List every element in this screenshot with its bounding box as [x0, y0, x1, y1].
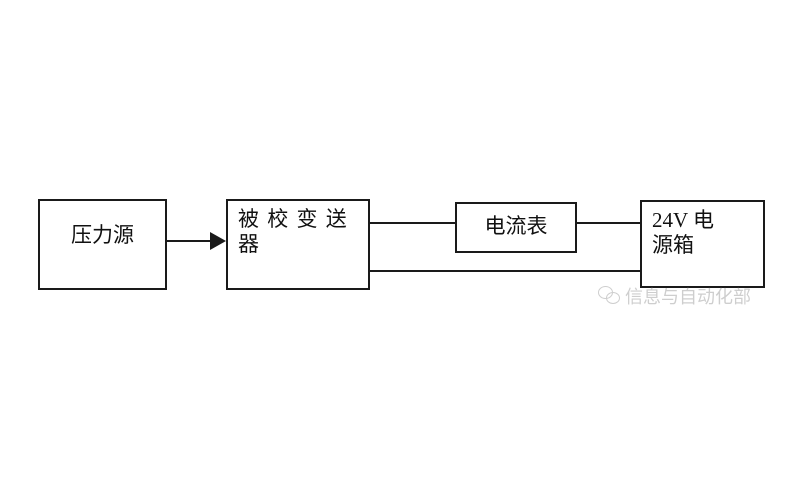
connector-transmitter-to-power-supply: [370, 270, 640, 272]
block-transmitter: [226, 199, 370, 290]
connector-transmitter-to-ammeter: [370, 222, 455, 224]
block-pressure-source: [38, 199, 167, 290]
arrow-head-icon: [210, 232, 226, 250]
wechat-logo-icon: [598, 286, 620, 306]
block-pressure-source-label: 压力源: [71, 223, 134, 247]
block-power-supply: [640, 200, 765, 288]
block-power-supply-label: 24V 电 源箱: [652, 208, 715, 257]
block-transmitter-label: 被 校 变 送 器: [238, 207, 349, 256]
connector-source-to-transmitter: [167, 240, 213, 242]
block-ammeter: [455, 202, 577, 253]
connector-ammeter-to-power-supply: [577, 222, 640, 224]
block-ammeter-label: 电流表: [484, 214, 548, 238]
